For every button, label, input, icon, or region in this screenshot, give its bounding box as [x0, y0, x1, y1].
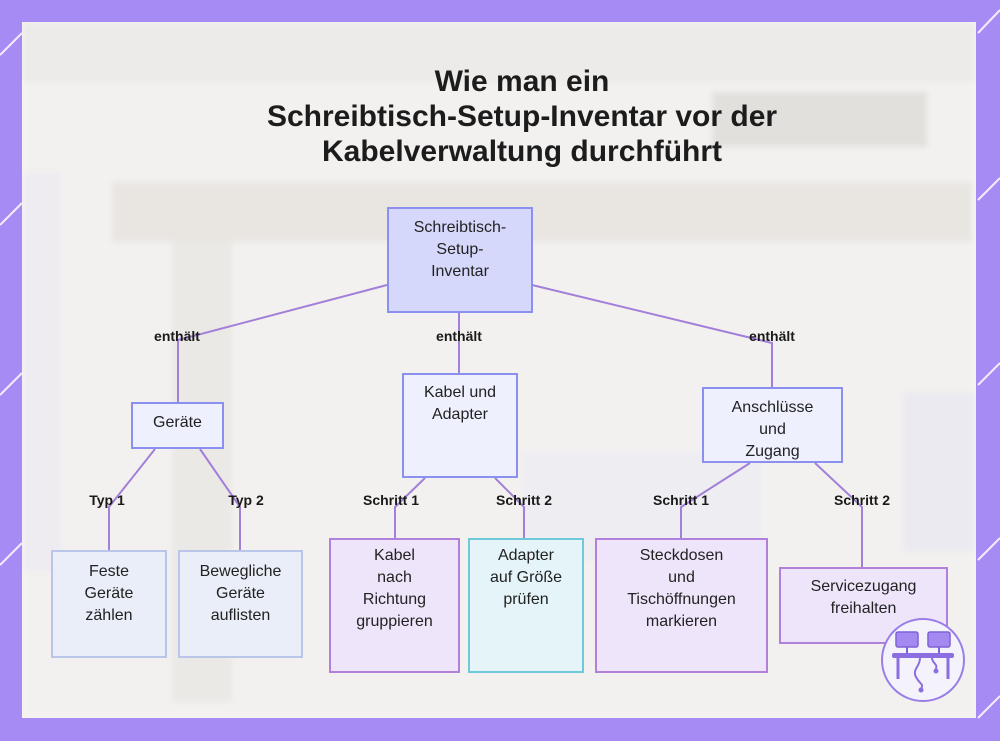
edge-label-cables-step-2: Schritt 2: [495, 492, 553, 508]
edge-ports-outlets: [680, 462, 751, 538]
node-cables-adapters: Kabel und Adapter: [402, 373, 518, 478]
edge-root-devices: [177, 284, 388, 402]
edge-cables-group: [394, 477, 426, 538]
edge-label-contains-cables: enthält: [436, 328, 482, 344]
title-line-2: Schreibtisch-Setup-Inventar vor der: [266, 100, 778, 133]
node-count-fixed-devices: Feste Geräte zählen: [51, 550, 167, 658]
edge-cables-adapters: [494, 477, 525, 538]
desk-setup-icon: [881, 618, 965, 702]
edge-label-type-2: Typ 2: [228, 492, 264, 508]
diagram-title: Wie man ein Schreibtisch-Setup-Inventar …: [162, 64, 882, 169]
node-devices: Geräte: [131, 402, 224, 449]
edge-ports-service: [814, 462, 863, 567]
edge-devices-fixed: [108, 448, 156, 550]
node-list-mobile-devices: Bewegliche Geräte auflisten: [178, 550, 303, 658]
edge-label-cables-step-1: Schritt 1: [362, 492, 420, 508]
title-line-1: Wie man ein: [434, 65, 610, 98]
node-ports-access: Anschlüsse und Zugang: [702, 387, 843, 463]
node-group-cables: Kabel nach Richtung gruppieren: [329, 538, 460, 673]
edge-label-ports-step-1: Schritt 1: [652, 492, 710, 508]
node-check-adapter-size: Adapter auf Größe prüfen: [468, 538, 584, 673]
edge-label-ports-step-2: Schritt 2: [833, 492, 891, 508]
node-mark-outlets: Steckdosen und Tischöffnungen markieren: [595, 538, 768, 673]
edge-label-type-1: Typ 1: [89, 492, 125, 508]
title-line-3: Kabelverwaltung durchführt: [321, 135, 723, 168]
edge-label-contains-ports: enthält: [749, 328, 795, 344]
node-desk-setup-inventory: Schreibtisch- Setup- Inventar: [387, 207, 533, 313]
edge-label-contains-devices: enthält: [154, 328, 200, 344]
edge-root-ports: [531, 284, 773, 387]
edge-devices-mobile: [199, 448, 241, 550]
